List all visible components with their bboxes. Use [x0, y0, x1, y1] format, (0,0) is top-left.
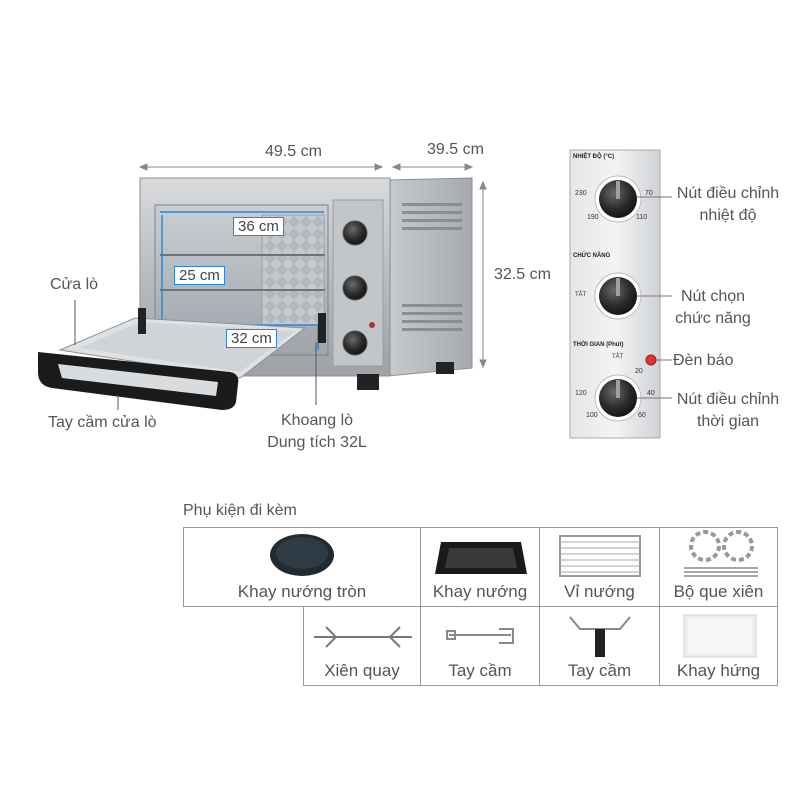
func-knob-callout-line1: Nút chọn — [680, 288, 746, 305]
func-panel-label: CHỨC NĂNG — [573, 253, 611, 259]
height-dimension-label: 32.5 cm — [494, 266, 551, 283]
inner-width-label: 36 cm — [233, 217, 284, 236]
cavity-callout-line2: Dung tích 32L — [267, 434, 367, 451]
accessory-tray-handle: Tay cầm — [539, 606, 660, 686]
accessory-label: Khay nướng — [432, 582, 528, 601]
cavity-callout-line1: Khoang lò — [280, 412, 354, 429]
round-tray-icon — [270, 534, 334, 576]
timer-knob-callout-line1: Nút điều chỉnh — [676, 391, 780, 408]
rotisserie-spit-icon — [314, 626, 412, 648]
func-knob-callout-line2: chức năng — [675, 310, 751, 327]
accessory-label: Khay hứng — [676, 661, 761, 680]
handle-callout: Tay cầm cửa lò — [48, 414, 157, 431]
baking-tray-icon — [435, 542, 527, 574]
depth-dimension-label: 39.5 cm — [427, 141, 484, 158]
accessory-label: Tay cầm — [567, 661, 632, 680]
side-vents — [402, 203, 462, 331]
drip-tray-icon — [683, 614, 757, 658]
timer-tick: 100 — [586, 412, 598, 419]
width-dimension-label: 49.5 cm — [265, 143, 322, 160]
timer-tick: 40 — [647, 390, 655, 397]
inner-depth-label: 32 cm — [226, 329, 277, 348]
temp-knob-callout-line1: Nút điều chỉnh — [676, 185, 780, 202]
tray-handle-icon — [569, 616, 631, 657]
temp-knob-callout-line2: nhiệt độ — [699, 207, 757, 224]
temp-tick: 110 — [636, 214, 648, 221]
accessory-spit-handle: Tay cầm — [420, 606, 540, 686]
accessory-grill-rack: Vỉ nướng — [539, 527, 660, 607]
timer-tick: 20 — [635, 368, 643, 375]
accessory-round-tray: Khay nướng tròn — [183, 527, 421, 607]
grill-rack-icon — [559, 535, 641, 577]
timer-knob-callout-line2: thời gian — [696, 413, 760, 430]
timer-panel-label: THỜI GIAN (Phút) — [573, 342, 624, 348]
accessory-label: Bộ que xiên — [673, 582, 764, 601]
dimension-lines — [138, 163, 487, 369]
accessory-label: Khay nướng tròn — [237, 582, 367, 601]
indicator-callout: Đèn báo — [673, 352, 734, 369]
accessory-drip-tray: Khay hứng — [659, 606, 778, 686]
door-callout: Cửa lò — [50, 276, 99, 293]
skewer-set-icon — [684, 530, 758, 577]
accessories-title: Phụ kiện đi kèm — [183, 502, 297, 519]
timer-tick: 120 — [575, 390, 587, 397]
inner-height-label: 25 cm — [174, 266, 225, 285]
func-tick: TẮT — [575, 292, 587, 298]
spit-handle-icon — [446, 628, 514, 644]
accessory-baking-tray: Khay nướng — [420, 527, 540, 607]
temp-tick: 70 — [645, 190, 653, 197]
accessory-skewer-set: Bộ que xiên — [659, 527, 778, 607]
timer-tick: TẮT — [612, 354, 624, 360]
accessory-rotisserie-spit: Xiên quay — [303, 606, 421, 686]
temp-tick: 190 — [587, 214, 599, 221]
accessory-label: Tay cầm — [448, 661, 512, 680]
front-knobs — [342, 220, 375, 356]
oven-side-panel — [387, 177, 473, 377]
timer-tick: 60 — [638, 412, 646, 419]
accessory-label: Vỉ nướng — [564, 582, 635, 601]
accessory-label: Xiên quay — [324, 661, 400, 680]
temp-panel-label: NHIỆT ĐỘ (°C) — [573, 154, 615, 160]
temp-tick: 230 — [575, 190, 587, 197]
